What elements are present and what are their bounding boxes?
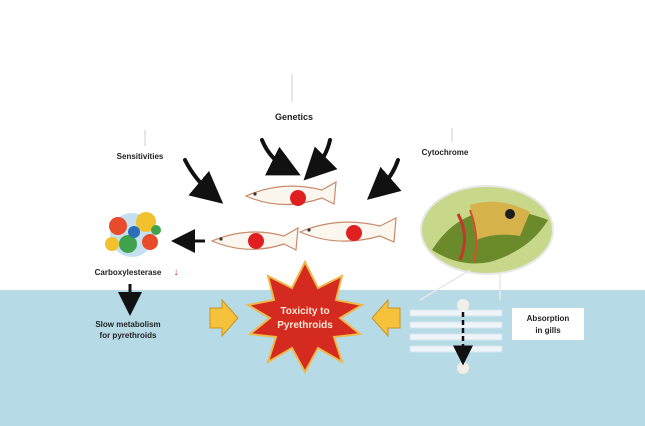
decrease-arrow-icon: ↓ — [174, 267, 179, 278]
slow-metabolism-line2: for pyrethroids — [100, 331, 157, 340]
carboxylesterase-label: Carboxylesterase — [95, 268, 162, 277]
toxicity-line1: Toxicity to — [280, 306, 329, 317]
genetics-label: Genetics — [275, 112, 313, 122]
slow-metabolism-line1: Slow metabolism — [95, 320, 160, 329]
cytochrome-label: Cytochrome — [422, 148, 469, 157]
absorption-box — [512, 308, 584, 340]
absorption-line2: in gills — [535, 326, 561, 335]
sensitivity-label: Sensitivities — [117, 152, 164, 161]
absorption-line1: Absorption — [527, 314, 570, 323]
fish-head-photo — [421, 186, 553, 274]
toxicity-line2: Pyrethroids — [277, 320, 333, 331]
